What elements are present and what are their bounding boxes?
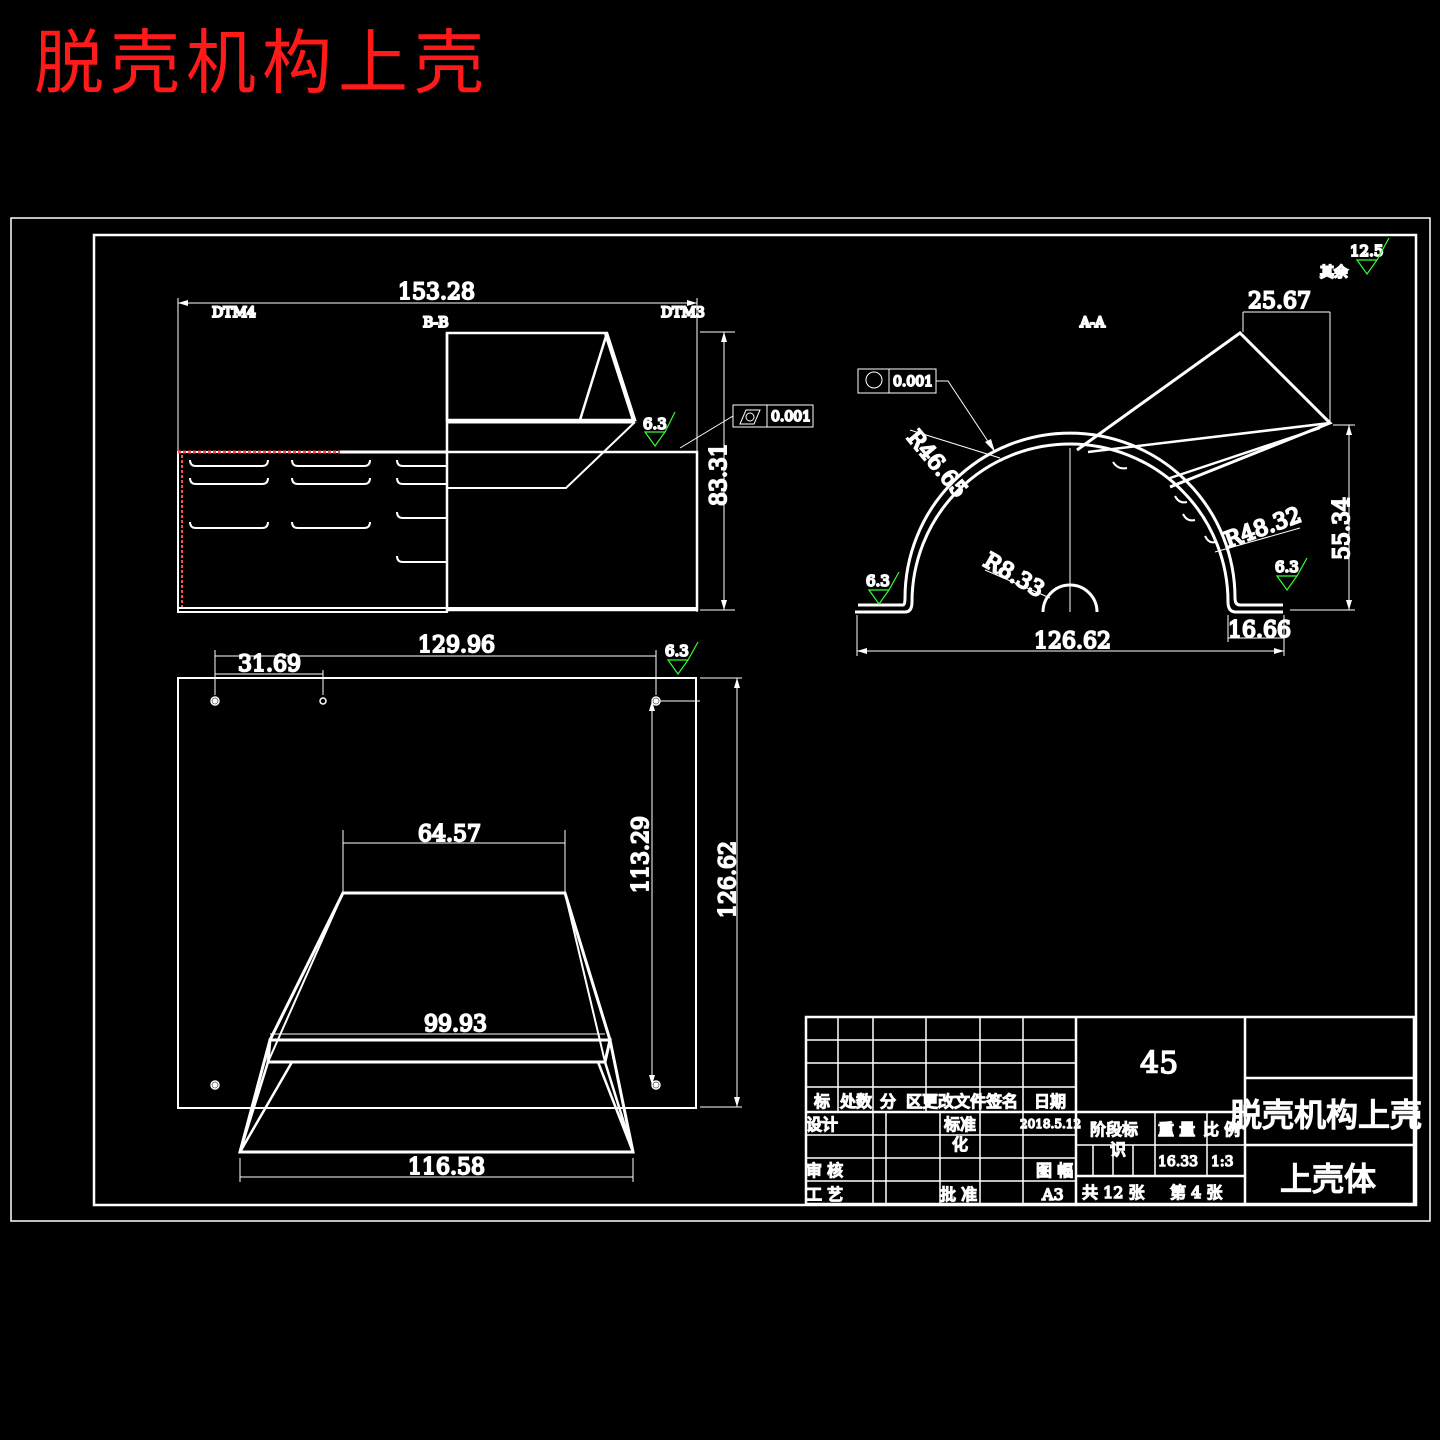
bb-roughness: 6.3 — [643, 415, 667, 433]
aa-tolerance: 0.001 — [893, 374, 933, 390]
weight-value: 16.33 — [1158, 1154, 1198, 1170]
plan-hole-offset-dim: 31.69 — [238, 652, 301, 677]
view-plan: 129.96 31.69 6.3 113.29 126.62 64.57 99.… — [177, 632, 742, 1182]
drawing-title: 脱壳机构上壳 — [34, 22, 490, 104]
standardization-label-2: 化 — [952, 1135, 968, 1154]
aa-flange-dim: 16.66 — [1228, 618, 1291, 643]
scale-value: 1:3 — [1211, 1154, 1234, 1170]
aa-base-width-dim: 126.62 — [1034, 629, 1111, 654]
surface-note-label: 其余 — [1320, 264, 1348, 281]
rev-header-mark: 标 — [814, 1092, 830, 1111]
total-sheets: 共 12 张 — [1082, 1183, 1145, 1202]
surface-note-value: 12.5 — [1350, 242, 1383, 260]
plan-roughness: 6.3 — [665, 642, 689, 660]
date-value: 2018.5.12 — [1020, 1117, 1081, 1131]
aa-radius-outer: R46.65 — [901, 426, 971, 503]
plan-hole-span-dim: 113.29 — [629, 816, 654, 893]
part-name: 脱壳机构上壳 — [1230, 1096, 1422, 1134]
rev-header-count: 处数 — [840, 1092, 872, 1111]
stage-mark-label-2: 识 — [1110, 1140, 1126, 1159]
aa-roughness-right: 6.3 — [1275, 558, 1299, 576]
aa-radius-right: R48.32 — [1222, 503, 1305, 554]
rev-header-area: 区 — [906, 1092, 922, 1111]
rev-header-doc: 更改文件 — [922, 1092, 986, 1111]
bb-section-label: B-B — [423, 315, 449, 331]
stage-mark-label: 阶段标 — [1090, 1120, 1138, 1139]
aa-roughness-left: 6.3 — [866, 572, 890, 590]
outer-frame — [10, 217, 1431, 1222]
weight-label: 重 量 — [1158, 1120, 1195, 1139]
plan-mid-width-dim: 99.93 — [424, 1012, 487, 1037]
view-aa: A-A 12.5 其余 25.67 55.34 126.62 16.66 R46… — [855, 237, 1390, 656]
rev-header-sign: 签名 — [986, 1092, 1018, 1111]
sheet-size-value: A3 — [1041, 1185, 1064, 1204]
process-label: 工 艺 — [806, 1185, 843, 1204]
inner-frame — [92, 233, 1418, 1207]
standardization-label: 标准 — [944, 1115, 976, 1134]
bb-tolerance: 0.001 — [771, 409, 811, 425]
title-block: 45 脱壳机构上壳 上壳体 标 处数 分 区 更改文件 签名 日期 设计 标准 … — [804, 1015, 1423, 1206]
material-value: 45 — [1140, 1046, 1178, 1081]
plan-top-width-dim: 64.57 — [418, 822, 481, 847]
sheet-size-label: 图 幅 — [1036, 1161, 1073, 1180]
review-label: 审 核 — [806, 1161, 843, 1180]
bb-height-dim: 83.31 — [707, 443, 732, 506]
approval-label: 批 准 — [940, 1185, 977, 1204]
aa-section-label: A-A — [1079, 315, 1106, 331]
design-label: 设计 — [806, 1115, 838, 1134]
aa-radius-small: R8.33 — [979, 549, 1048, 603]
aa-height-dim: 55.34 — [1330, 497, 1355, 560]
view-bb: 153.28 DTM4 DTM3 B-B — [177, 279, 814, 613]
aa-top-width-dim: 25.67 — [1248, 289, 1311, 314]
plan-height-dim: 126.62 — [716, 841, 741, 918]
bb-datum-right: DTM3 — [661, 305, 705, 321]
plan-bottom-width-dim: 116.58 — [408, 1155, 485, 1180]
sheet-number: 第 4 张 — [1170, 1183, 1222, 1202]
rev-header-zone: 分 — [880, 1092, 896, 1111]
plan-width-dim: 129.96 — [418, 633, 495, 658]
rev-header-date: 日期 — [1034, 1092, 1066, 1111]
revision-headers: 标 处数 分 区 更改文件 签名 日期 — [813, 1091, 1067, 1112]
drawing-name: 上壳体 — [1280, 1160, 1376, 1198]
bb-datum-left: DTM4 — [212, 305, 256, 321]
scale-label: 比 例 — [1203, 1120, 1240, 1139]
bb-width-dim: 153.28 — [398, 280, 475, 305]
